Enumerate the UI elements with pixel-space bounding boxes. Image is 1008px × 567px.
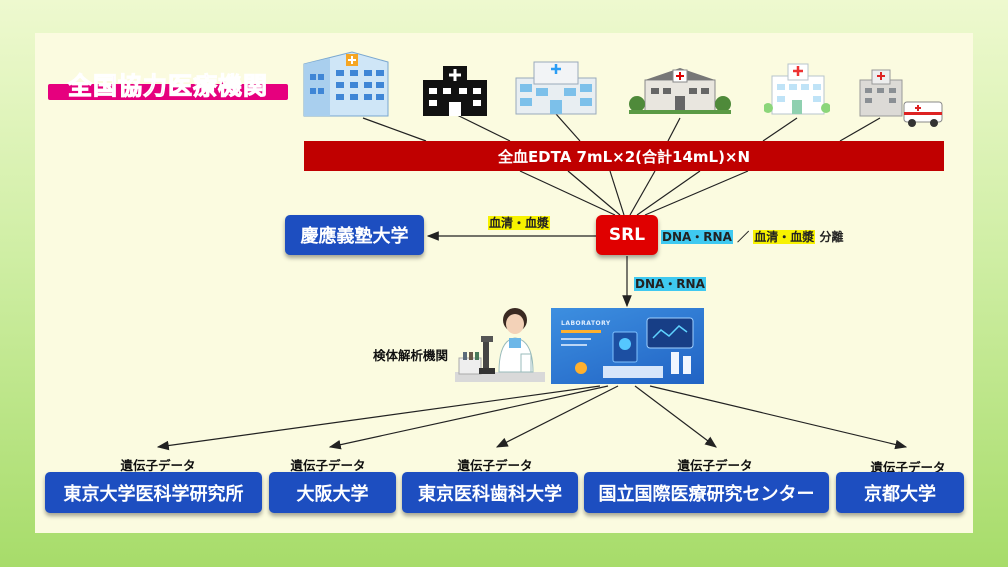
gene-data-label-5: 遺伝子データ <box>870 460 946 475</box>
srl-box: SRL <box>596 215 658 255</box>
dest-box-osaka: 大阪大学 <box>269 472 396 513</box>
hospital-building-icon <box>303 51 389 117</box>
laboratory-image: LABORATORY <box>551 308 704 384</box>
hospital-black-icon <box>423 66 487 116</box>
scientist-microscope-icon <box>455 308 545 382</box>
hospital-white-icon <box>764 63 830 115</box>
dest-box-tmdu: 東京医科歯科大学 <box>402 472 578 513</box>
gene-data-label-2: 遺伝子データ <box>290 458 366 473</box>
slash-text: ／ <box>737 230 750 244</box>
serum-plasma-text: 血清・血漿 <box>488 216 551 230</box>
hospital-trees-icon <box>629 68 731 114</box>
dest-box-ncgm: 国立国際医療研究センター <box>584 472 829 513</box>
separation-text: 分離 <box>819 230 844 244</box>
gene-data-label-3: 遺伝子データ <box>457 458 533 473</box>
gene-data-label-4: 遺伝子データ <box>677 458 753 473</box>
analysis-institution-label: 検体解析機関 <box>373 348 449 363</box>
dest-box-kyoto: 京都大学 <box>836 472 964 513</box>
separation-label: DNA・RNA ／ 血清・血漿 分離 <box>661 228 843 245</box>
keio-university-box: 慶應義塾大学 <box>285 215 424 255</box>
laboratory-image-text: LABORATORY <box>561 320 611 327</box>
dna-rna-down-label: DNA・RNA <box>634 275 706 292</box>
dest-box-utokyo-ims: 東京大学医科学研究所 <box>45 472 262 513</box>
dna-rna-text: DNA・RNA <box>661 230 733 244</box>
serum-plasma-text-2: 血清・血漿 <box>753 230 816 244</box>
ambulance-hospital-icon <box>859 69 943 127</box>
page-title: 全国協力医療機関 <box>68 72 268 101</box>
serum-plasma-label: 血清・血漿 <box>488 214 551 231</box>
gene-data-label-1: 遺伝子データ <box>120 458 196 473</box>
title-underline <box>48 84 288 100</box>
dna-rna-text-2: DNA・RNA <box>634 277 706 291</box>
hospital-glass-icon <box>515 61 597 115</box>
sample-bar: 全血EDTA 7mL×2(合計14mL)×N <box>304 141 944 171</box>
